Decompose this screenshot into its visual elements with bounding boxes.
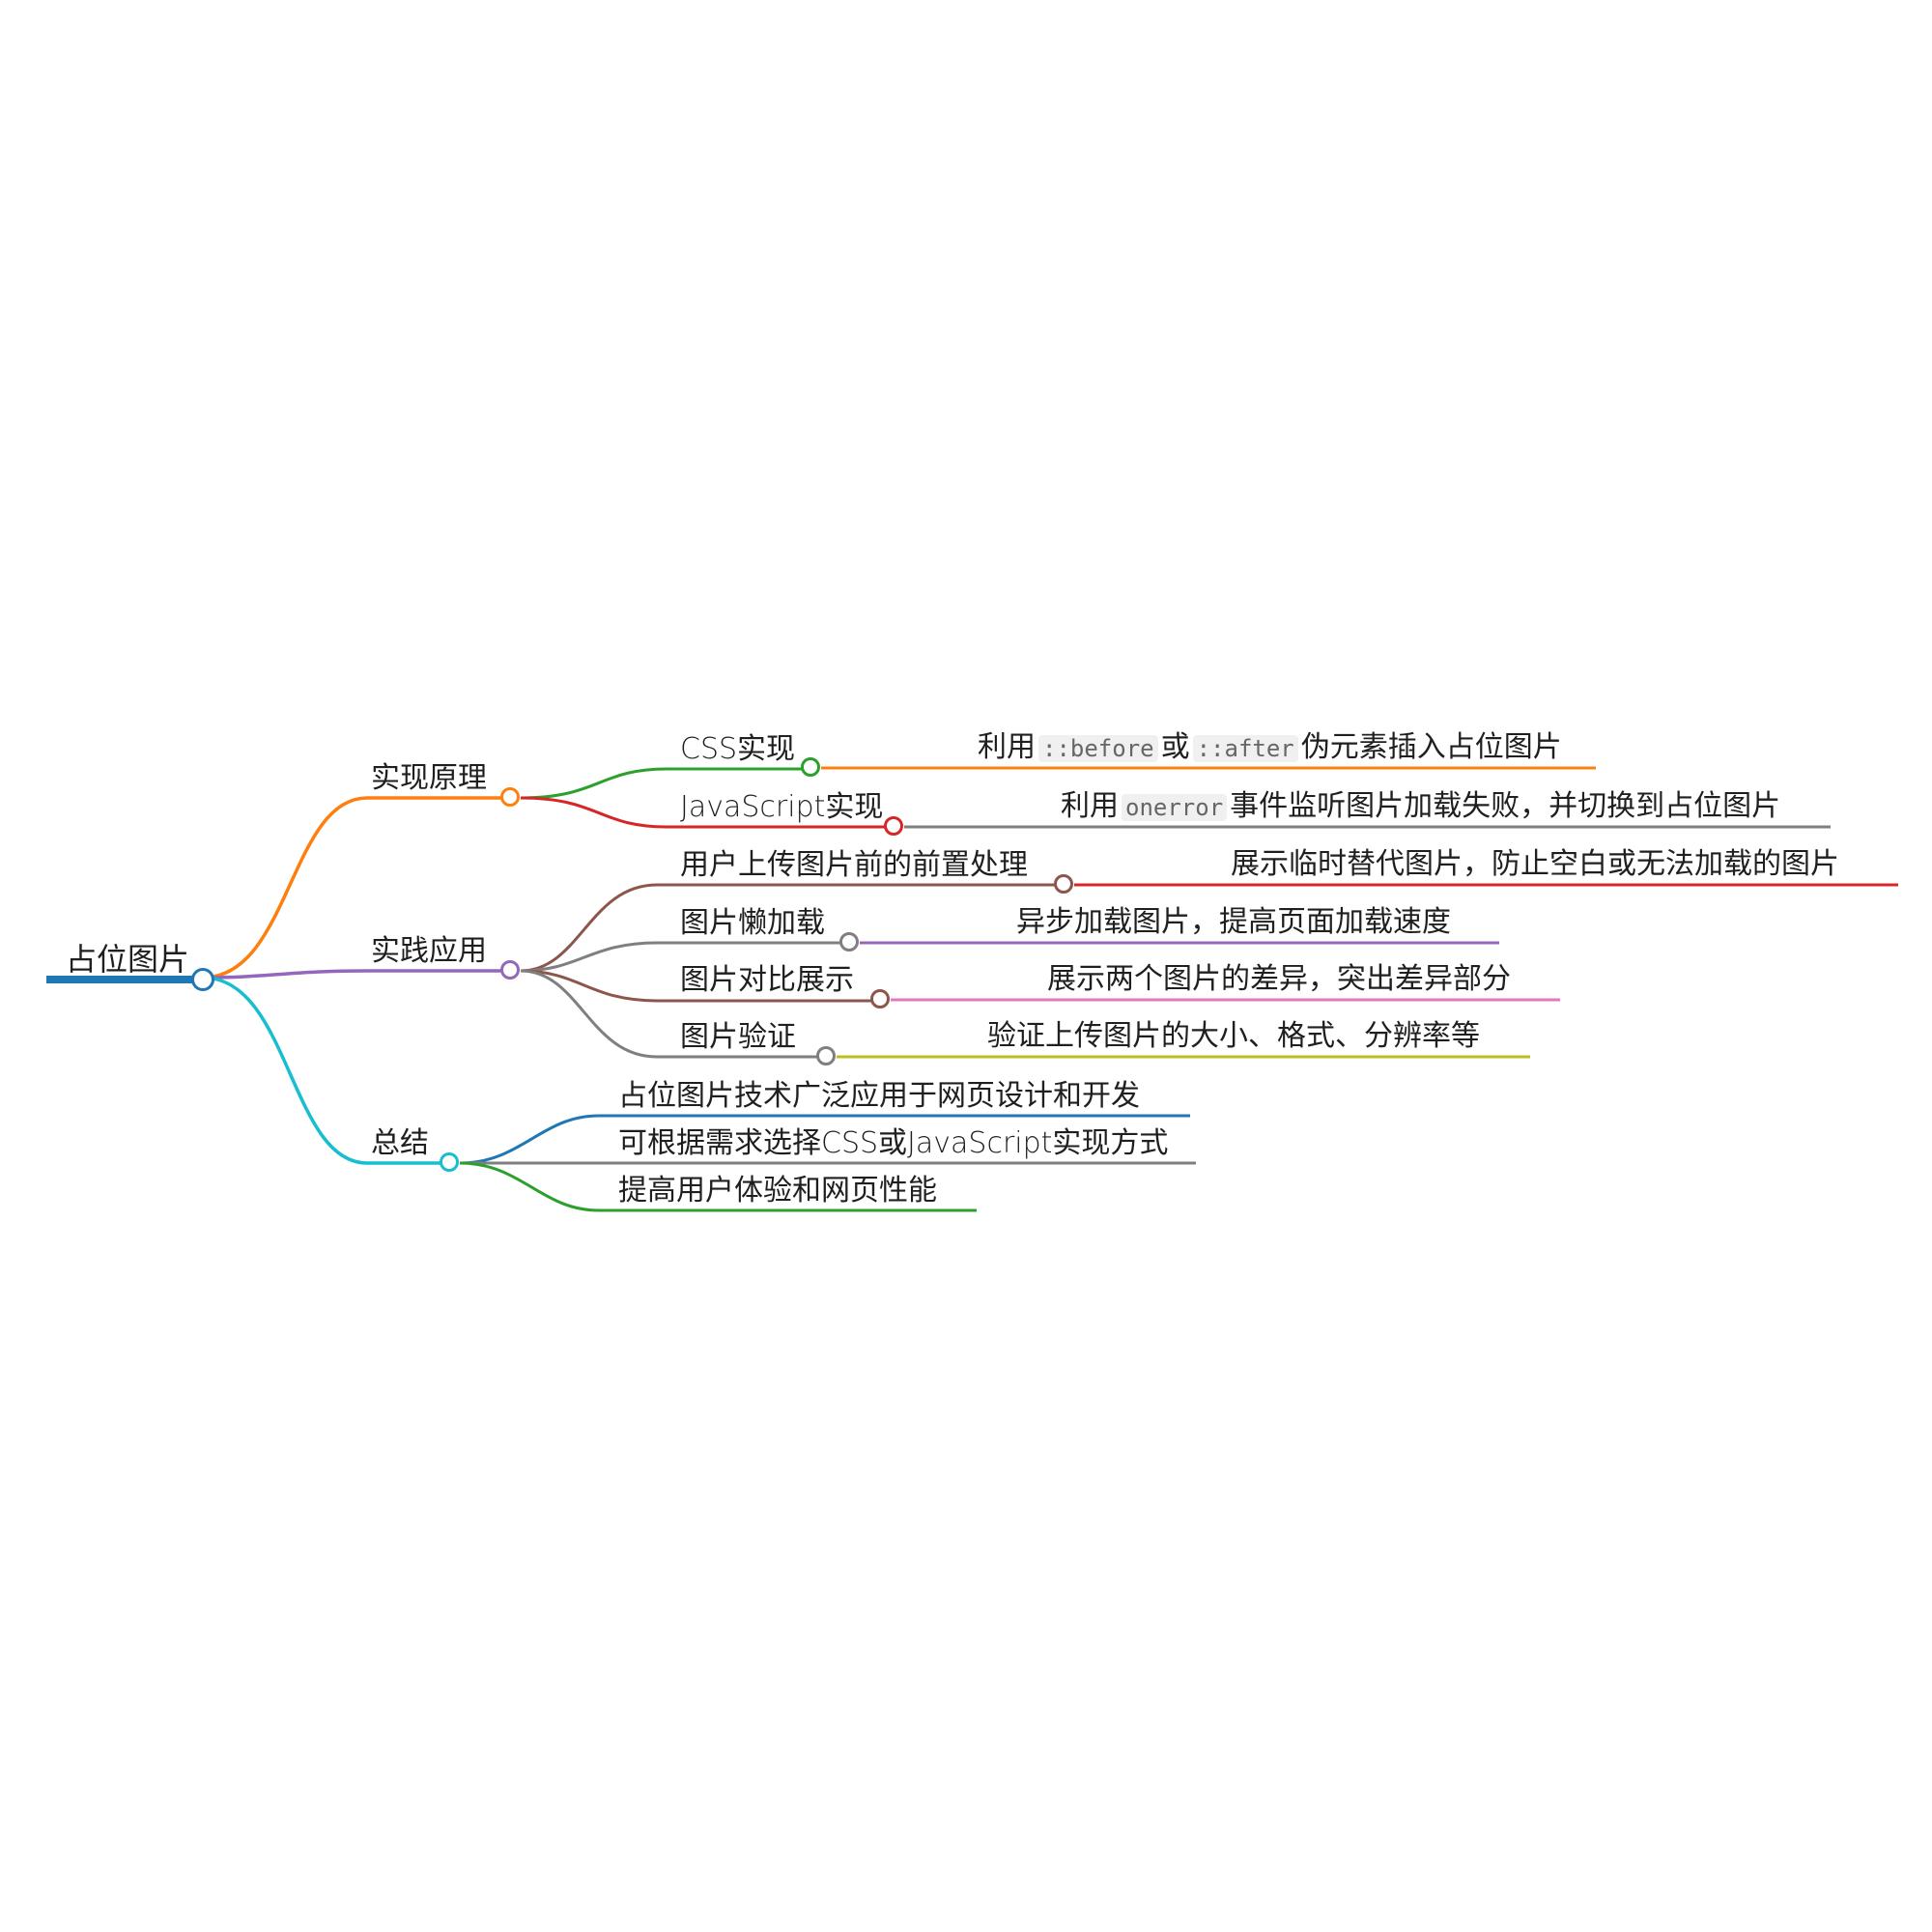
edge-root-principle — [202, 796, 501, 980]
branch-practice-label[interactable]: 实践应用 — [371, 934, 487, 968]
node-lazy-label[interactable]: 图片懒加载 — [680, 906, 825, 940]
branch-summary-label[interactable]: 总结 — [371, 1126, 429, 1160]
code-after: ::after — [1192, 735, 1298, 762]
edge-practice-preprocess — [520, 883, 1055, 973]
branch-principle-toggle[interactable] — [500, 787, 520, 807]
summary-item-3[interactable]: 提高用户体验和网页性能 — [618, 1174, 937, 1208]
detail-js-text-1: 利用 — [1061, 789, 1119, 823]
node-validate-toggle[interactable] — [816, 1046, 836, 1065]
node-js-label[interactable]: JavaScript实现 — [680, 790, 884, 824]
edge-root-practice — [202, 969, 501, 980]
detail-compare[interactable]: 展示两个图片的差异，突出差异部分 — [1047, 962, 1511, 996]
detail-css-text-2: 或 — [1160, 730, 1190, 764]
branch-principle-label[interactable]: 实现原理 — [371, 761, 487, 795]
summary-item-1[interactable]: 占位图片技术广泛应用于网页设计和开发 — [618, 1079, 1140, 1113]
edge-principle-js — [520, 796, 885, 829]
edge-summary-1 — [459, 1114, 1190, 1165]
node-validate-label[interactable]: 图片验证 — [680, 1020, 796, 1054]
node-compare-toggle[interactable] — [870, 989, 890, 1009]
detail-preprocess[interactable]: 展示临时替代图片，防止空白或无法加载的图片 — [1231, 847, 1839, 881]
edge-principle-css — [520, 767, 802, 800]
node-css-label[interactable]: CSS实现 — [680, 732, 796, 766]
node-compare-label[interactable]: 图片对比展示 — [680, 963, 854, 997]
detail-validate[interactable]: 验证上传图片的大小、格式、分辨率等 — [987, 1019, 1480, 1053]
detail-js-text-2: 事件监听图片加载失败，并切换到占位图片 — [1230, 789, 1781, 823]
edge-practice-lazy — [520, 941, 840, 973]
edge-practice-validate — [520, 969, 817, 1059]
code-before: ::before — [1038, 735, 1158, 762]
root-collapse-toggle[interactable] — [191, 968, 214, 991]
detail-css-text-3: 伪元素插入占位图片 — [1300, 730, 1562, 764]
edge-summary-3 — [459, 1161, 977, 1212]
node-preprocess-toggle[interactable] — [1054, 874, 1073, 894]
root-node-label[interactable]: 占位图片 — [66, 941, 190, 978]
detail-css-text-1: 利用 — [978, 730, 1036, 764]
node-css-toggle[interactable] — [801, 757, 820, 777]
summary-item-2[interactable]: 可根据需求选择CSS或JavaScript实现方式 — [618, 1126, 1169, 1160]
branch-practice-toggle[interactable] — [500, 960, 520, 980]
node-preprocess-label[interactable]: 用户上传图片前的前置处理 — [680, 848, 1028, 882]
branch-summary-toggle[interactable] — [440, 1152, 459, 1172]
code-onerror: onerror — [1122, 794, 1228, 821]
edge-practice-compare — [520, 969, 871, 1003]
node-lazy-toggle[interactable] — [839, 932, 859, 952]
edge-root-summary — [202, 976, 440, 1165]
node-js-toggle[interactable] — [884, 816, 903, 836]
detail-lazy[interactable]: 异步加载图片，提高页面加载速度 — [1016, 905, 1451, 939]
